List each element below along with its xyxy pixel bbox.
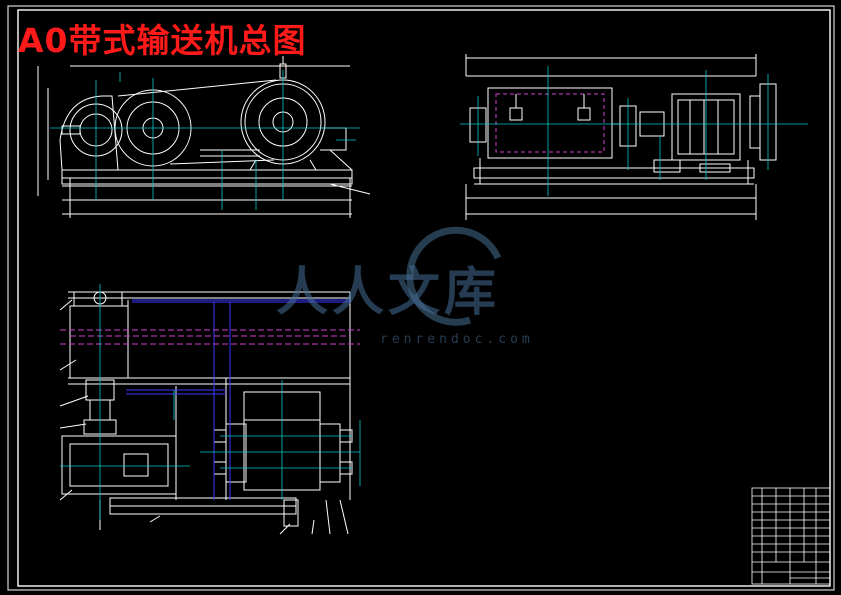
front-view [37,56,371,218]
plan-view-phantom-lines [60,329,360,345]
side-view [465,54,777,220]
watermark-text: 人人文库 [276,263,501,323]
drawing-title: A0带式输送机总图 [18,21,307,60]
plan-view-centerlines [60,284,361,520]
side-view-centerlines [460,66,808,196]
plan-view-hidden-lines [126,299,350,500]
title-block [751,487,831,585]
plan-view [59,291,353,535]
watermark-url: renrendoc.com [380,332,534,347]
watermark-logo [406,226,502,326]
front-view-centerlines [50,70,360,210]
drawing-frame [7,5,835,591]
